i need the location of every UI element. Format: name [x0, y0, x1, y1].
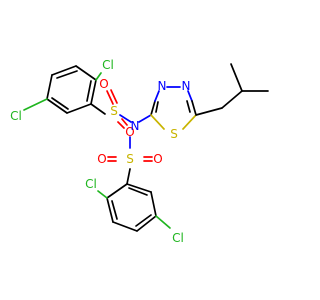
- bond: [126, 168, 131, 185]
- bond: [111, 200, 118, 220]
- bond: [155, 215, 171, 229]
- oxygen-atom-label: O: [97, 152, 106, 166]
- sulfur-atom-label: S: [170, 127, 178, 141]
- bond: [56, 70, 78, 79]
- bond: [221, 90, 243, 109]
- bond: [186, 100, 191, 113]
- bond: [106, 90, 114, 105]
- bond: [187, 90, 193, 102]
- bond: [135, 214, 152, 227]
- nitrogen-atom-label: N: [182, 79, 191, 93]
- bond: [119, 114, 132, 123]
- bond: [136, 215, 157, 232]
- bond: [97, 190, 108, 199]
- oxygen-atom-label: O: [99, 77, 108, 91]
- bond: [75, 65, 97, 81]
- bond: [106, 183, 128, 199]
- bond: [51, 65, 77, 76]
- bond: [46, 74, 53, 100]
- bond: [138, 114, 152, 123]
- bond: [95, 72, 102, 81]
- chlorine-atom-label: Cl: [172, 231, 184, 245]
- chlorine-atom-label: Cl: [85, 177, 97, 191]
- bond: [90, 103, 106, 115]
- bond: [121, 118, 128, 126]
- bond: [112, 221, 138, 232]
- molecule-structure-drawing: Cl Cl S O O N S O O Cl Cl N N S: [10, 58, 269, 245]
- bond: [128, 187, 148, 196]
- bond: [90, 79, 97, 105]
- bond: [182, 114, 197, 130]
- bond: [117, 121, 125, 129]
- chlorine-atom-label: Cl: [102, 58, 114, 72]
- oxygen-atom-label: O: [125, 125, 134, 139]
- bond: [23, 98, 48, 111]
- bond: [46, 98, 68, 114]
- bond: [110, 89, 118, 104]
- bond: [154, 90, 160, 102]
- bond: [51, 97, 69, 110]
- bond: [191, 100, 197, 116]
- sulfur-atom-label: S: [110, 104, 118, 118]
- nitrogen-atom-label: N: [158, 79, 167, 93]
- oxygen-atom-label: O: [153, 152, 162, 166]
- sulfur-atom-label: S: [126, 152, 134, 166]
- bond: [150, 114, 165, 130]
- bond: [86, 80, 92, 102]
- bond: [150, 100, 156, 116]
- bond: [126, 183, 152, 193]
- bond: [155, 101, 159, 113]
- bond: [150, 191, 157, 217]
- atom-label-layer: Cl Cl S O O N S O O Cl Cl N N S: [10, 58, 190, 245]
- bond: [230, 63, 243, 92]
- bond: [106, 197, 114, 223]
- bond-layer: [23, 63, 269, 232]
- bond: [66, 103, 92, 114]
- chlorine-atom-label: Cl: [10, 109, 22, 123]
- bond: [195, 107, 223, 116]
- nitrogen-atom-label: N: [131, 119, 140, 133]
